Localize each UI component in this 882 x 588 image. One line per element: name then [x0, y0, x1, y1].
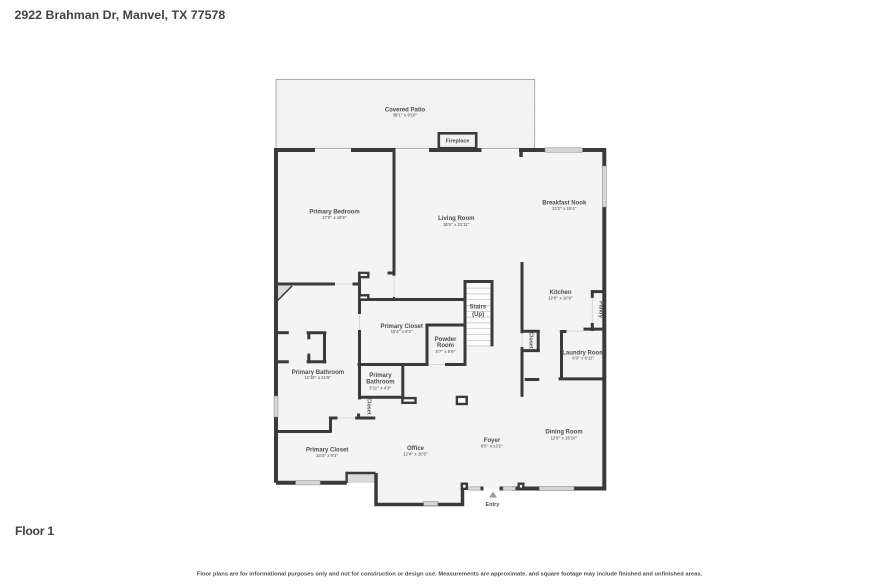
svg-text:Entry: Entry — [486, 502, 500, 508]
svg-text:15'4" x 9'3": 15'4" x 9'3" — [391, 329, 413, 334]
svg-text:38'1" x 9'10": 38'1" x 9'10" — [393, 112, 418, 117]
svg-text:(Up): (Up) — [472, 312, 484, 318]
svg-text:Floor 1: Floor 1 — [15, 524, 54, 538]
svg-text:Fireplace: Fireplace — [446, 139, 470, 145]
svg-text:Kitchen: Kitchen — [549, 290, 571, 296]
svg-text:Primary: Primary — [369, 373, 392, 379]
svg-text:5'11" x 4'3": 5'11" x 4'3" — [369, 385, 391, 390]
svg-text:12'9" x 15'10": 12'9" x 15'10" — [551, 435, 578, 440]
svg-text:Closet: Closet — [527, 332, 533, 349]
svg-text:5'7" x 5'9": 5'7" x 5'9" — [436, 349, 456, 354]
svg-text:Dining Room: Dining Room — [545, 430, 582, 436]
svg-text:8'5" x 13'2": 8'5" x 13'2" — [481, 444, 503, 449]
svg-text:18'5" x 21'11": 18'5" x 21'11" — [443, 222, 470, 227]
svg-text:Living Room: Living Room — [438, 216, 474, 222]
svg-text:6'3" x 6'11": 6'3" x 6'11" — [572, 356, 594, 361]
svg-text:12'0" x 10'9": 12'0" x 10'9" — [548, 295, 573, 300]
svg-text:Office: Office — [407, 446, 425, 452]
svg-text:Bathroom: Bathroom — [366, 379, 394, 385]
svg-text:Pantry: Pantry — [598, 301, 604, 318]
svg-text:Primary Closet: Primary Closet — [306, 448, 348, 454]
svg-text:17'0" x 19'6": 17'0" x 19'6" — [322, 215, 347, 220]
svg-text:Foyer: Foyer — [484, 438, 501, 444]
svg-text:Covered Patio: Covered Patio — [385, 108, 426, 114]
svg-text:14'4" x 9'3": 14'4" x 9'3" — [316, 453, 338, 458]
svg-text:Primary Bedroom: Primary Bedroom — [309, 209, 359, 215]
svg-text:Breakfast Nook: Breakfast Nook — [542, 201, 587, 207]
svg-text:Laundry Room: Laundry Room — [562, 350, 604, 356]
svg-text:Closet: Closet — [365, 398, 371, 415]
svg-text:12'2" x 15'4": 12'2" x 15'4" — [552, 206, 577, 211]
svg-text:Powder: Powder — [435, 337, 457, 343]
svg-text:Primary Bathroom: Primary Bathroom — [292, 370, 344, 376]
svg-text:Stairs: Stairs — [469, 305, 486, 311]
svg-text:12'4" x 15'5": 12'4" x 15'5" — [403, 451, 428, 456]
svg-text:Floor plans are for informatio: Floor plans are for informational purpos… — [197, 571, 703, 577]
svg-text:Primary Closet: Primary Closet — [381, 324, 423, 330]
svg-text:2922 Brahman Dr, Manvel, TX 77: 2922 Brahman Dr, Manvel, TX 77578 — [15, 8, 226, 22]
svg-text:Room: Room — [437, 343, 454, 349]
svg-text:11'10" x 21'6": 11'10" x 21'6" — [305, 375, 332, 380]
